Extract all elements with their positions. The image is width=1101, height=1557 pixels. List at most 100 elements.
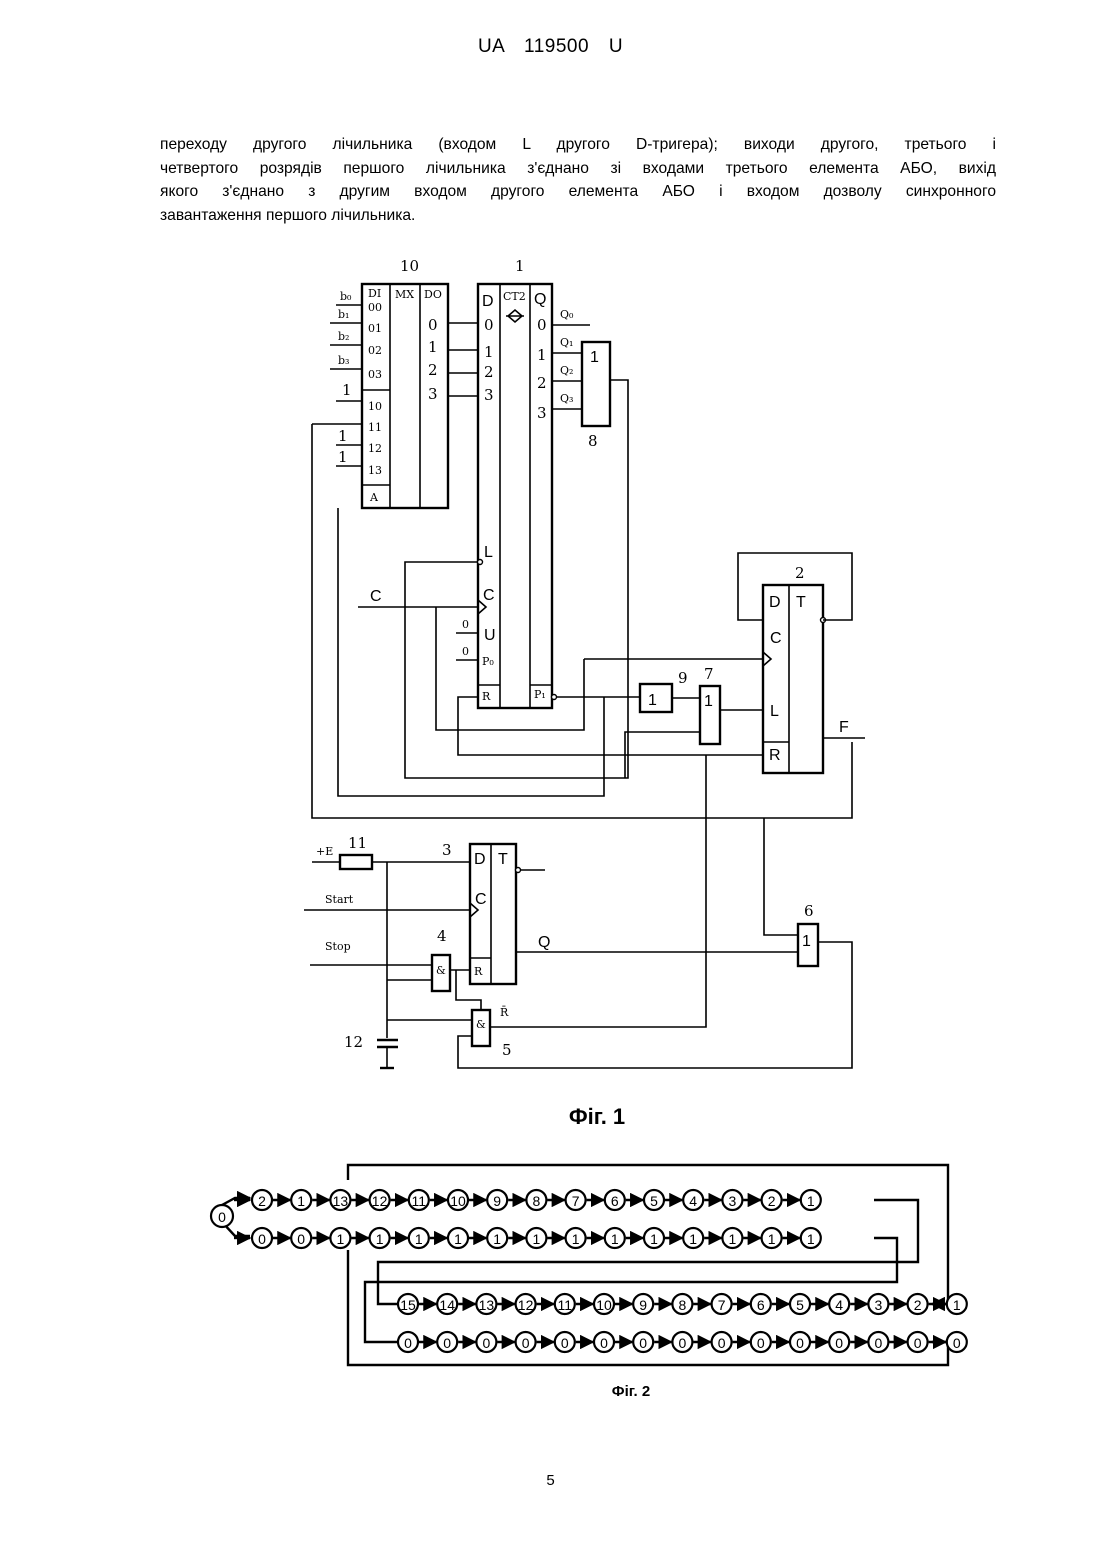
svg-text:0: 0 bbox=[404, 1335, 412, 1351]
state-node: 0 bbox=[252, 1228, 272, 1248]
state-node: 12 bbox=[370, 1190, 390, 1210]
svg-text:9: 9 bbox=[493, 1193, 501, 1209]
svg-text:15: 15 bbox=[400, 1297, 416, 1313]
svg-text:1: 1 bbox=[611, 1231, 619, 1247]
counter-r-label: R bbox=[482, 690, 491, 703]
svg-text:4: 4 bbox=[689, 1193, 697, 1209]
mux-do-label: DO bbox=[424, 288, 442, 301]
state-node: 2 bbox=[762, 1190, 782, 1210]
svg-text:0: 0 bbox=[561, 1335, 569, 1351]
svg-text:3: 3 bbox=[875, 1297, 883, 1313]
state-node: 1 bbox=[291, 1190, 311, 1210]
svg-text:0: 0 bbox=[875, 1335, 883, 1351]
counter-q-label: Q bbox=[534, 291, 546, 308]
mux-input-label: 10 bbox=[368, 400, 382, 413]
svg-text:1: 1 bbox=[729, 1231, 737, 1247]
state-node: 6 bbox=[751, 1294, 771, 1314]
svg-text:1: 1 bbox=[572, 1231, 580, 1247]
state-node: 7 bbox=[712, 1294, 732, 1314]
state-node: 11 bbox=[409, 1190, 429, 1210]
svg-text:1: 1 bbox=[689, 1231, 697, 1247]
counter-zero-input: 0 bbox=[462, 618, 469, 631]
supply-label: +E bbox=[316, 845, 333, 858]
fig1-wires bbox=[312, 424, 852, 1027]
svg-text:2: 2 bbox=[258, 1193, 266, 1209]
state-node: 0 bbox=[211, 1205, 233, 1227]
mux-number: 10 bbox=[400, 257, 419, 275]
state-node: 8 bbox=[672, 1294, 692, 1314]
resistor-11 bbox=[340, 855, 372, 869]
mux-di-label: DI bbox=[368, 287, 381, 300]
state-node: 0 bbox=[633, 1332, 653, 1352]
state-node: 3 bbox=[868, 1294, 888, 1314]
svg-text:1: 1 bbox=[493, 1231, 501, 1247]
svg-text:7: 7 bbox=[572, 1193, 580, 1209]
mux-input-label: 11 bbox=[368, 421, 382, 434]
state-node: 1 bbox=[330, 1228, 350, 1248]
ff3-c-label: C bbox=[475, 891, 487, 908]
start-label: Start bbox=[325, 893, 354, 906]
and4-number: 4 bbox=[437, 927, 447, 945]
svg-text:0: 0 bbox=[953, 1335, 961, 1351]
counter-u-label: U bbox=[484, 627, 496, 644]
gate7-symbol: 1 bbox=[704, 693, 713, 710]
ff2-c-label: C bbox=[770, 630, 782, 647]
counter-q-output: Q₃ bbox=[560, 392, 573, 405]
mux-b-label: b₂ bbox=[338, 330, 349, 343]
state-node: 1 bbox=[487, 1228, 507, 1248]
ff2-t-label: T bbox=[796, 594, 806, 611]
svg-text:13: 13 bbox=[333, 1193, 349, 1209]
counter-out-digit: 0 bbox=[537, 316, 547, 334]
svg-text:0: 0 bbox=[757, 1335, 765, 1351]
state-node: 5 bbox=[644, 1190, 664, 1210]
figure-2-caption: Фіг. 2 bbox=[612, 1383, 650, 1400]
counter-pout-label: P₁ bbox=[534, 688, 546, 701]
state-node: 1 bbox=[801, 1190, 821, 1210]
mux-input-label: 01 bbox=[368, 322, 382, 335]
counter-l-label: L bbox=[484, 544, 493, 561]
state-node: 0 bbox=[908, 1332, 928, 1352]
state-node: 5 bbox=[790, 1294, 810, 1314]
mux-input-label: 03 bbox=[368, 368, 382, 381]
or6-number: 6 bbox=[804, 902, 814, 920]
state-node: 1 bbox=[947, 1294, 967, 1314]
svg-text:6: 6 bbox=[611, 1193, 619, 1209]
state-node: 0 bbox=[437, 1332, 457, 1352]
mux-b-label: b₀ bbox=[340, 290, 352, 303]
mux-input-label: 12 bbox=[368, 442, 382, 455]
counter-1: 1 D CT2 Q 0 1 2 3 0 1 2 3 L C U P₀ R P₁ … bbox=[358, 257, 590, 708]
ff3-q-label: Q bbox=[538, 934, 550, 951]
and5-symbol: & bbox=[476, 1018, 486, 1031]
state-node: 1 bbox=[566, 1228, 586, 1248]
start-stop-circuit: +E 11 12 3 D T C R Q Start Stop & 4 & bbox=[304, 834, 852, 1068]
mux-b-label: b₁ bbox=[338, 308, 349, 321]
svg-text:2: 2 bbox=[768, 1193, 776, 1209]
svg-text:5: 5 bbox=[796, 1297, 804, 1313]
state-node: 13 bbox=[330, 1190, 350, 1210]
ff2-number: 2 bbox=[795, 564, 805, 582]
svg-text:1: 1 bbox=[454, 1231, 462, 1247]
state-node: 0 bbox=[829, 1332, 849, 1352]
state-node: 4 bbox=[829, 1294, 849, 1314]
state-node: 2 bbox=[908, 1294, 928, 1314]
state-node: 10 bbox=[594, 1294, 614, 1314]
state-node: 9 bbox=[487, 1190, 507, 1210]
counter-p0-label: P₀ bbox=[482, 655, 494, 668]
mux-b-label: b₃ bbox=[338, 354, 349, 367]
svg-text:0: 0 bbox=[297, 1231, 305, 1247]
state-node: 1 bbox=[526, 1228, 546, 1248]
mux-output-label: 1 bbox=[428, 338, 438, 356]
svg-text:1: 1 bbox=[337, 1231, 345, 1247]
mux-input-label: 00 bbox=[368, 301, 382, 314]
svg-text:10: 10 bbox=[596, 1297, 612, 1313]
state-node: 6 bbox=[605, 1190, 625, 1210]
state-node: 0 bbox=[398, 1332, 418, 1352]
svg-text:7: 7 bbox=[718, 1297, 726, 1313]
state-node: 0 bbox=[947, 1332, 967, 1352]
counter-q-output: Q₁ bbox=[560, 336, 573, 349]
state-node: 3 bbox=[722, 1190, 742, 1210]
state-node: 0 bbox=[516, 1332, 536, 1352]
figure-2-state-graph: 0211312111098765432100111111111111115141… bbox=[211, 1165, 967, 1365]
multiplexer-10: 10 DI MX DO 00 01 02 03 10 11 12 13 A 0 … bbox=[312, 257, 478, 508]
svg-text:1: 1 bbox=[533, 1231, 541, 1247]
